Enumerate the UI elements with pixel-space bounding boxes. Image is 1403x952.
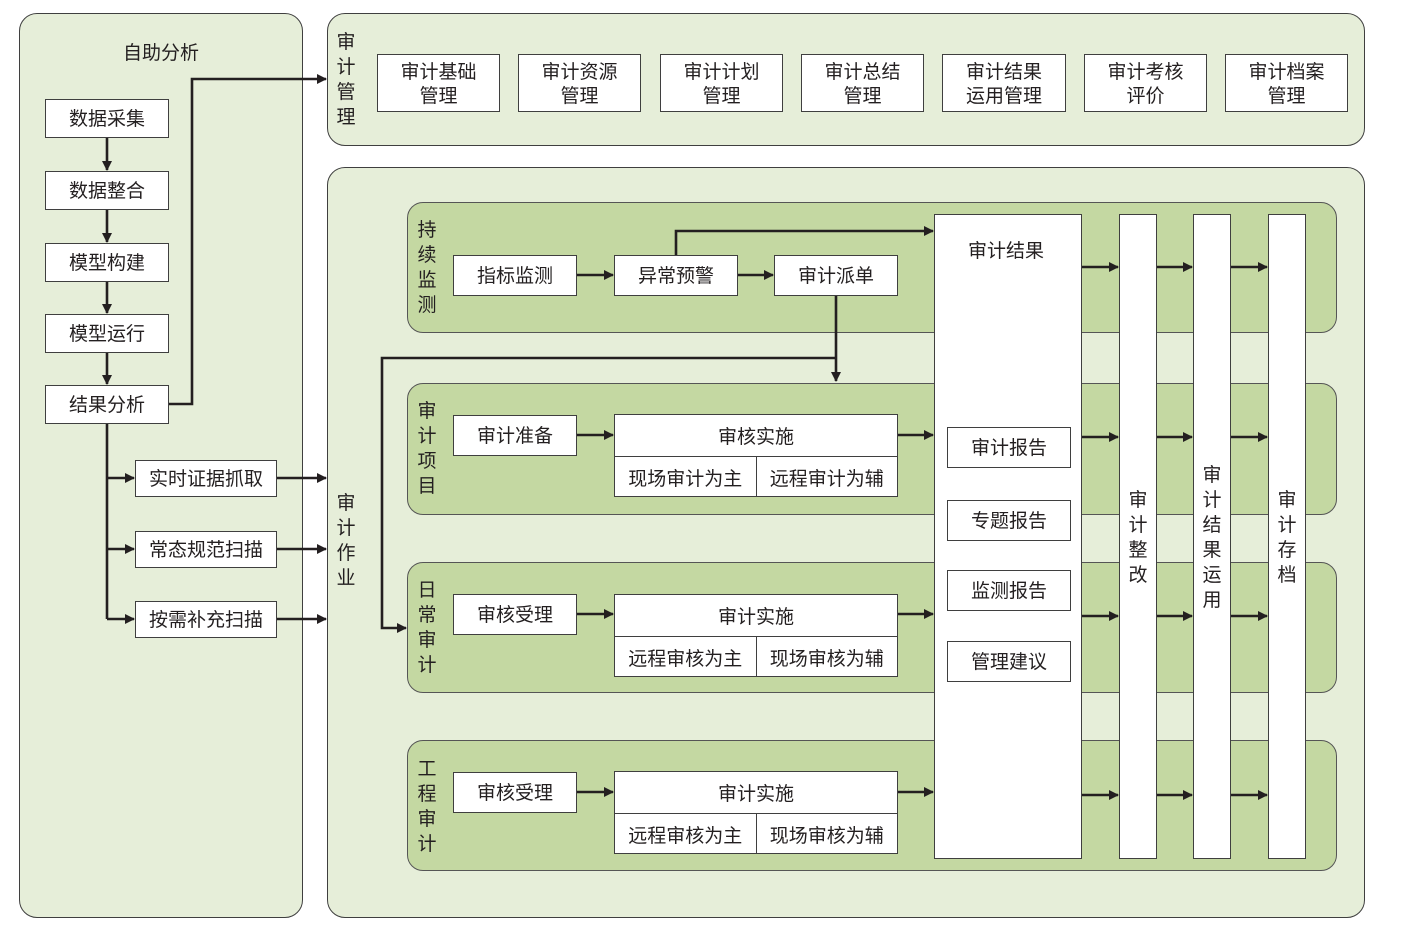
indicator-monitoring-box[interactable]: 指标监测 <box>453 255 577 296</box>
audit-results-title: 审计结果 <box>968 240 1045 262</box>
daily-impl-title: 审计实施 <box>615 595 897 637</box>
scan-realtime-evidence[interactable]: 实时证据抓取 <box>135 460 277 497</box>
module-assessment[interactable]: 审计考核 评价 <box>1084 54 1207 112</box>
column-rectification-label: 审计整改 <box>1128 489 1148 586</box>
daily-impl-left: 远程审核为主 <box>628 647 743 670</box>
column-rectification: 审计整改 <box>1119 214 1157 859</box>
project-impl-left: 现场审计为主 <box>628 467 743 490</box>
engineering-impl-right: 现场审核为辅 <box>755 814 898 854</box>
module-result-usage[interactable]: 审计结果 运用管理 <box>942 54 1066 112</box>
engineering-label: 工程审计 <box>417 758 437 855</box>
column-archive: 审计存档 <box>1268 214 1306 859</box>
report-monitoring[interactable]: 监测报告 <box>947 570 1071 611</box>
audit-prep-box[interactable]: 审计准备 <box>453 415 577 456</box>
project-impl-box[interactable]: 审核实施 现场审计为主 远程审计为辅 <box>614 414 898 497</box>
engineering-accept-box[interactable]: 审核受理 <box>453 772 577 813</box>
module-audit-plan[interactable]: 审计计划 管理 <box>660 54 783 112</box>
module-audit-summary[interactable]: 审计总结 管理 <box>801 54 924 112</box>
engineering-impl-title: 审计实施 <box>615 772 897 814</box>
report-audit[interactable]: 审计报告 <box>947 427 1071 468</box>
anomaly-alert-box[interactable]: 异常预警 <box>614 255 738 296</box>
daily-impl-box[interactable]: 审计实施 远程审核为主 现场审核为辅 <box>614 594 898 677</box>
monitoring-label: 持续监测 <box>417 219 437 316</box>
audit-operation-label: 审计作业 <box>336 492 356 589</box>
daily-label: 日常审计 <box>417 579 437 676</box>
step-data-integration[interactable]: 数据整合 <box>45 171 169 210</box>
column-result-usage: 审计结果运用 <box>1193 214 1231 859</box>
column-result-usage-label: 审计结果运用 <box>1202 464 1222 611</box>
audit-management-label: 审计管理 <box>336 31 356 128</box>
report-management-advice[interactable]: 管理建议 <box>947 641 1071 682</box>
module-audit-basic[interactable]: 审计基础 管理 <box>377 54 500 112</box>
engineering-impl-box[interactable]: 审计实施 远程审核为主 现场审核为辅 <box>614 771 898 854</box>
project-impl-title: 审核实施 <box>615 415 897 457</box>
step-model-building[interactable]: 模型构建 <box>45 243 169 282</box>
project-impl-right: 远程审计为辅 <box>755 457 898 497</box>
step-model-running[interactable]: 模型运行 <box>45 314 169 353</box>
column-archive-label: 审计存档 <box>1277 489 1297 586</box>
step-result-analysis[interactable]: 结果分析 <box>45 385 169 424</box>
step-data-collection[interactable]: 数据采集 <box>45 99 169 138</box>
daily-impl-right: 现场审核为辅 <box>755 637 898 677</box>
self-analysis-title: 自助分析 <box>123 42 200 64</box>
audit-dispatch-box[interactable]: 审计派单 <box>774 255 898 296</box>
module-archives[interactable]: 审计档案 管理 <box>1225 54 1348 112</box>
project-label: 审计项目 <box>417 400 437 497</box>
scan-on-demand[interactable]: 按需补充扫描 <box>135 601 277 638</box>
daily-accept-box[interactable]: 审核受理 <box>453 594 577 635</box>
engineering-impl-left: 远程审核为主 <box>628 824 743 847</box>
scan-regular-norm[interactable]: 常态规范扫描 <box>135 531 277 568</box>
module-audit-resources[interactable]: 审计资源 管理 <box>518 54 641 112</box>
report-special[interactable]: 专题报告 <box>947 500 1071 541</box>
